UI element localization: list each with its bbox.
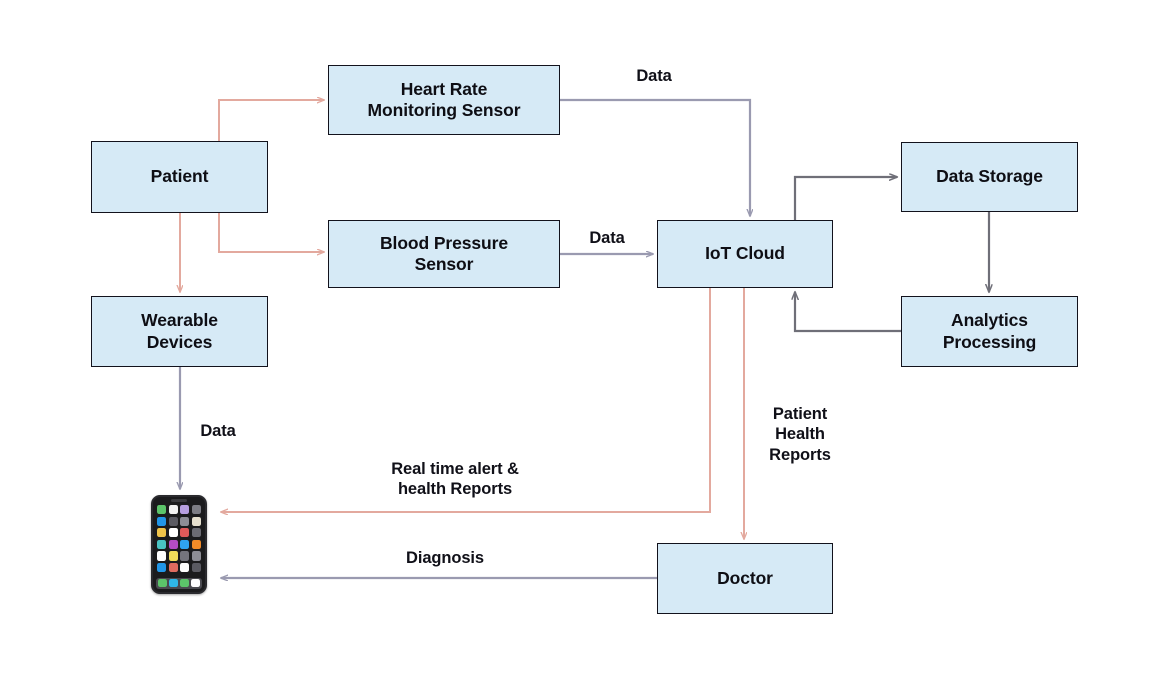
edge-label-diagnosis: Diagnosis — [406, 549, 484, 567]
node-analytics-label: Analytics Processing — [942, 310, 1037, 352]
edge-patient-to-blood-pressure — [218, 213, 324, 252]
node-patient[interactable]: Patient — [91, 141, 268, 213]
phone-app-icon-14 — [180, 539, 190, 550]
edge-label-realtime-alert-health-reports: Real time alert & health Reports — [391, 460, 519, 499]
phone-app-icon-8 — [157, 528, 167, 538]
node-doctor-label: Doctor — [717, 567, 773, 588]
phone-app-icon-20 — [157, 563, 167, 573]
phone-app-icon-21 — [168, 563, 178, 573]
phone-notch — [171, 499, 187, 502]
phone-dock-icon-0 — [157, 579, 167, 587]
edge-cloud-to-phone — [221, 288, 711, 512]
node-blood-pressure-label: Blood Pressure Sensor — [380, 232, 508, 274]
node-wearable-devices[interactable]: Wearable Devices — [91, 296, 268, 367]
node-iot-cloud[interactable]: IoT Cloud — [657, 220, 833, 288]
phone-app-icon-9 — [168, 528, 178, 538]
phone-app-icon-10 — [180, 528, 190, 538]
phone-app-icon-15 — [191, 539, 201, 550]
edge-label-data-heart-to-cloud: Data — [636, 67, 672, 85]
phone-app-grid — [157, 505, 201, 573]
phone-app-icon-3 — [191, 505, 201, 515]
edge-label-patient-health-reports: Patient Health Reports — [769, 405, 831, 464]
phone-app-icon-1 — [168, 505, 178, 515]
node-blood-pressure-sensor[interactable]: Blood Pressure Sensor — [328, 220, 560, 288]
phone-app-icon-17 — [168, 551, 178, 561]
phone-app-icon-19 — [191, 551, 201, 561]
phone-dock-icon-1 — [168, 579, 178, 587]
edge-label-data-wearable-to-phone: Data — [200, 422, 236, 440]
phone-app-icon-2 — [180, 505, 190, 515]
node-data-storage-label: Data Storage — [936, 166, 1043, 187]
node-iot-cloud-label: IoT Cloud — [705, 243, 785, 264]
edge-heart-rate-to-cloud — [560, 98, 750, 216]
phone-app-icon-22 — [180, 563, 190, 573]
phone-app-icon-23 — [191, 563, 201, 573]
phone-app-icon-0 — [157, 505, 167, 515]
node-analytics-processing[interactable]: Analytics Processing — [901, 296, 1078, 367]
edge-cloud-to-data-storage — [793, 177, 897, 220]
edge-analytics-to-cloud — [795, 292, 901, 333]
edge-label-data-bp-to-cloud: Data — [589, 229, 625, 247]
phone-app-icon-12 — [157, 539, 167, 550]
phone-app-icon-5 — [168, 516, 178, 526]
node-wearable-label: Wearable Devices — [141, 310, 218, 352]
phone-dock — [156, 577, 202, 589]
phone-app-icon-13 — [168, 539, 178, 550]
phone-app-icon-6 — [180, 516, 190, 526]
phone-app-icon-7 — [191, 516, 201, 526]
node-heart-rate-monitoring-sensor[interactable]: Heart Rate Monitoring Sensor — [328, 65, 560, 135]
node-heart-rate-label: Heart Rate Monitoring Sensor — [367, 78, 521, 120]
phone-app-icon-4 — [157, 516, 167, 526]
node-doctor[interactable]: Doctor — [657, 543, 833, 614]
edge-patient-to-heart-rate — [218, 100, 324, 141]
phone-app-icon-16 — [157, 551, 167, 561]
phone-app-icon-18 — [180, 551, 190, 561]
node-patient-label: Patient — [150, 166, 209, 187]
smartphone-icon — [151, 495, 207, 594]
node-data-storage[interactable]: Data Storage — [901, 142, 1078, 212]
phone-dock-icon-3 — [191, 579, 201, 587]
phone-app-icon-11 — [191, 528, 201, 538]
phone-dock-icon-2 — [180, 579, 190, 587]
